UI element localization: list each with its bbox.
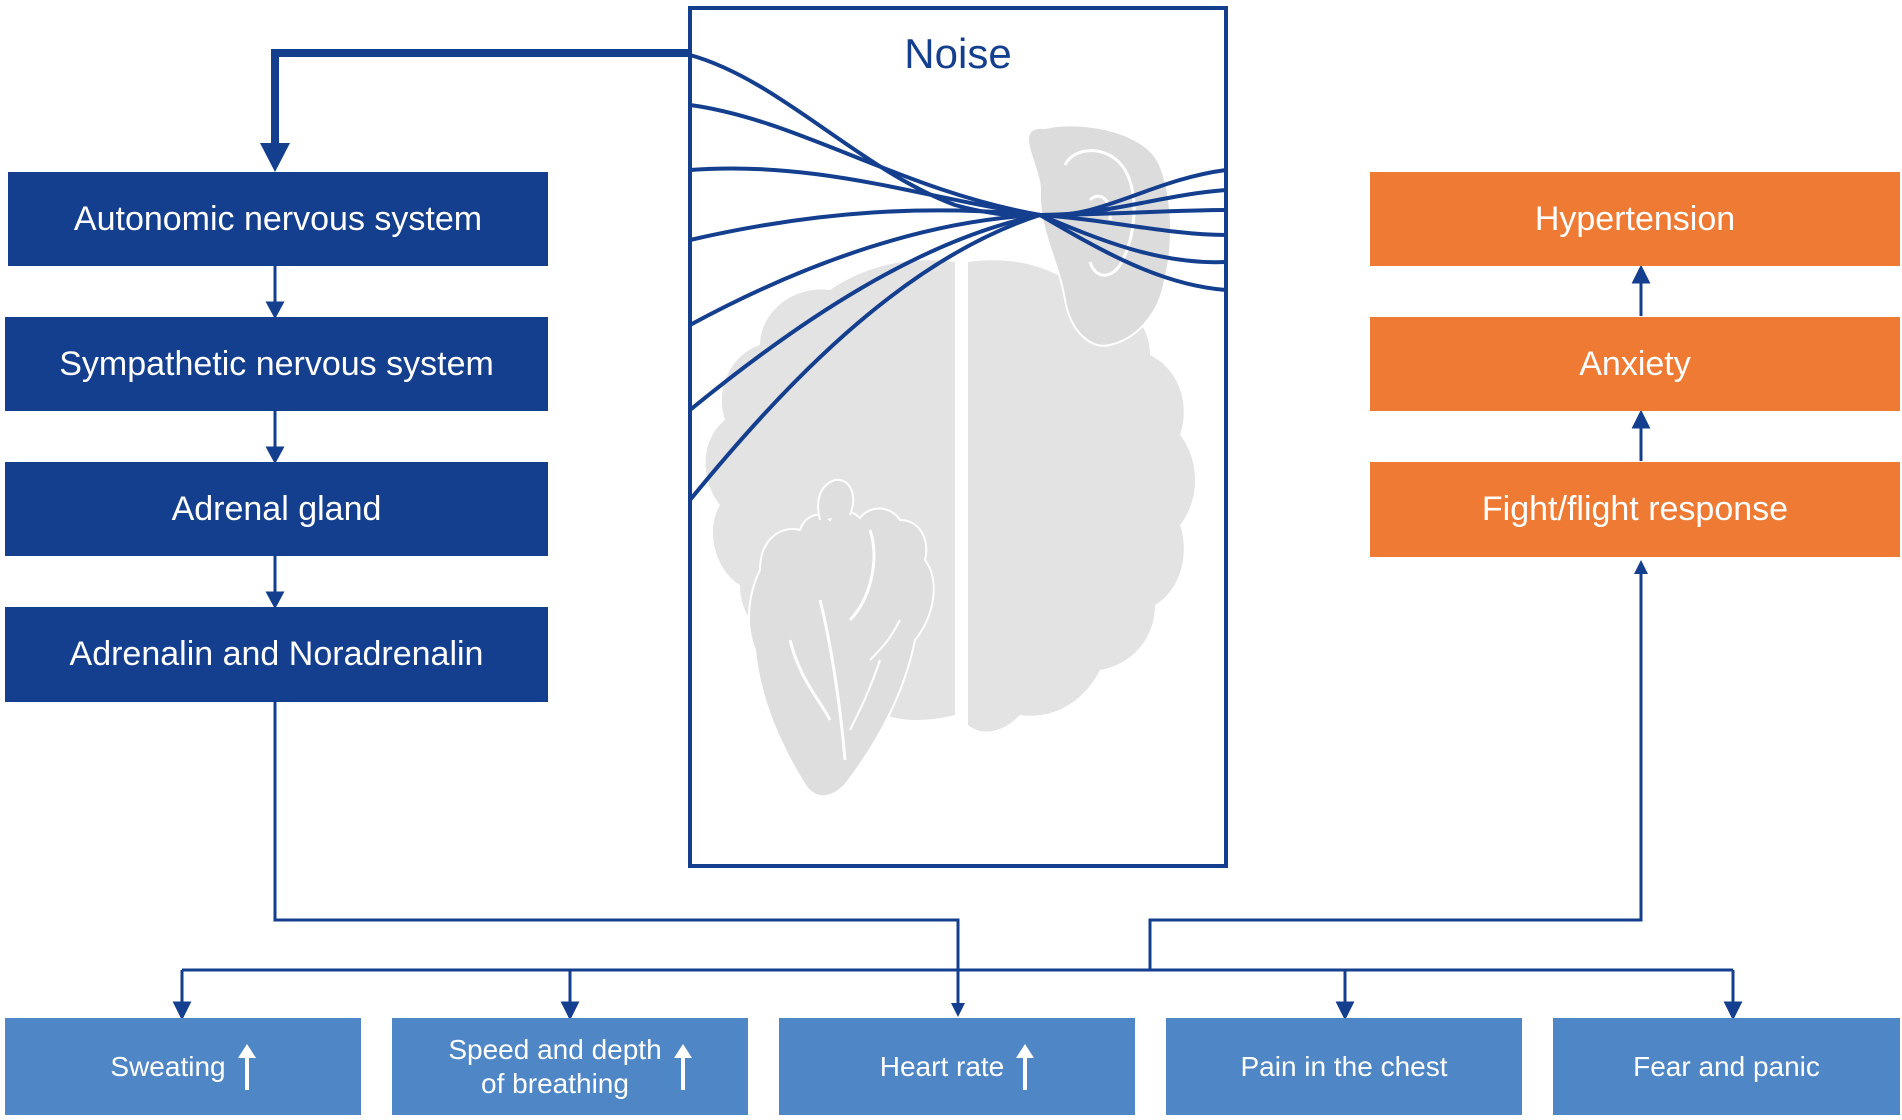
breathing-label: Speed and depth of breathing bbox=[448, 1033, 661, 1100]
sweating-label: Sweating bbox=[110, 1050, 226, 1082]
pain-in-chest-box: Pain in the chest bbox=[1166, 1018, 1522, 1115]
increase-arrow-icon bbox=[673, 1043, 692, 1090]
increase-arrow-icon bbox=[237, 1043, 256, 1090]
sweating-box: Sweating bbox=[5, 1018, 361, 1115]
hypertension-label: Hypertension bbox=[1534, 199, 1736, 238]
adrenalin-noradrenalin-label: Adrenalin and Noradrenalin bbox=[69, 635, 484, 673]
breathing-label-line2: of breathing bbox=[481, 1067, 629, 1099]
effects-to-fight-flight-line bbox=[1148, 572, 1643, 970]
sound-wave-lines bbox=[688, 53, 1227, 502]
noise-to-autonomic-arrow bbox=[271, 49, 690, 143]
fear-and-panic-box: Fear and panic bbox=[1553, 1018, 1900, 1115]
sympathetic-nervous-system-box: Sympathetic nervous system bbox=[5, 317, 548, 411]
noise-title: Noise bbox=[904, 30, 1012, 77]
left-chain-arrows bbox=[265, 266, 285, 610]
effects-bus bbox=[172, 968, 1743, 1021]
right-chain-arrows bbox=[1631, 264, 1651, 461]
fight-flight-response-label: Fight/flight response bbox=[1481, 490, 1789, 528]
anxiety-label: Anxiety bbox=[1579, 344, 1691, 383]
increase-arrow-icon bbox=[1016, 1043, 1035, 1090]
adrenalin-noradrenalin-box: Adrenalin and Noradrenalin bbox=[5, 607, 548, 702]
fight-flight-response-box: Fight/flight response bbox=[1370, 462, 1900, 557]
autonomic-nervous-system-label: Autonomic nervous system bbox=[73, 199, 483, 238]
breathing-label-line1: Speed and depth bbox=[448, 1033, 662, 1065]
heart-icon bbox=[747, 478, 935, 798]
autonomic-nervous-system-box: Autonomic nervous system bbox=[8, 172, 548, 266]
adrenalin-to-effects-line bbox=[273, 702, 960, 1005]
hypertension-box: Hypertension bbox=[1370, 172, 1900, 266]
pain-in-chest-label: Pain in the chest bbox=[1240, 1050, 1448, 1082]
heart-rate-box: Heart rate bbox=[779, 1018, 1135, 1115]
fear-and-panic-label: Fear and panic bbox=[1633, 1050, 1820, 1082]
anxiety-box: Anxiety bbox=[1370, 317, 1900, 411]
adrenal-gland-box: Adrenal gland bbox=[5, 462, 548, 556]
breathing-box: Speed and depth of breathing bbox=[392, 1018, 748, 1115]
ear-icon bbox=[1027, 124, 1172, 347]
adrenal-gland-label: Adrenal gland bbox=[171, 489, 382, 528]
sympathetic-nervous-system-label: Sympathetic nervous system bbox=[59, 344, 494, 383]
heart-rate-label: Heart rate bbox=[879, 1050, 1005, 1082]
